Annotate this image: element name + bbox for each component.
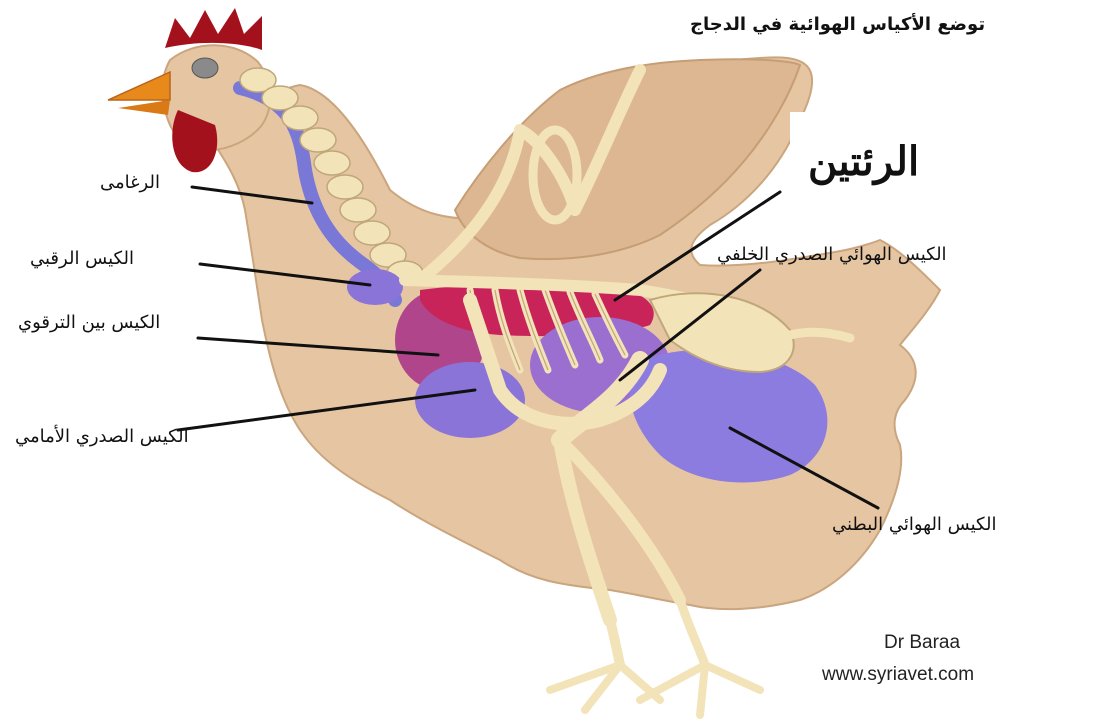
diagram-title: توضع الأكياس الهوائية في الدجاج — [690, 14, 985, 35]
label-trachea: الرغامى — [100, 172, 160, 193]
label-cervical-air-sac: الكيس الرقبي — [30, 248, 134, 269]
chicken-eye — [192, 58, 218, 78]
label-anterior-thoracic-air-sac: الكيس الصدري الأمامي — [15, 426, 189, 447]
label-posterior-thoracic-air-sac: الكيس الهوائي الصدري الخلفي — [717, 244, 947, 265]
label-clavicular-air-sac: الكيس بين الترقوي — [18, 312, 160, 333]
cervical-air-sac — [347, 269, 403, 305]
label-lungs: الرئتين — [808, 138, 919, 185]
credit-author: Dr Baraa — [884, 632, 960, 654]
credit-website: www.syriavet.com — [822, 664, 974, 686]
label-abdominal-air-sac: الكيس الهوائي البطني — [832, 514, 996, 535]
